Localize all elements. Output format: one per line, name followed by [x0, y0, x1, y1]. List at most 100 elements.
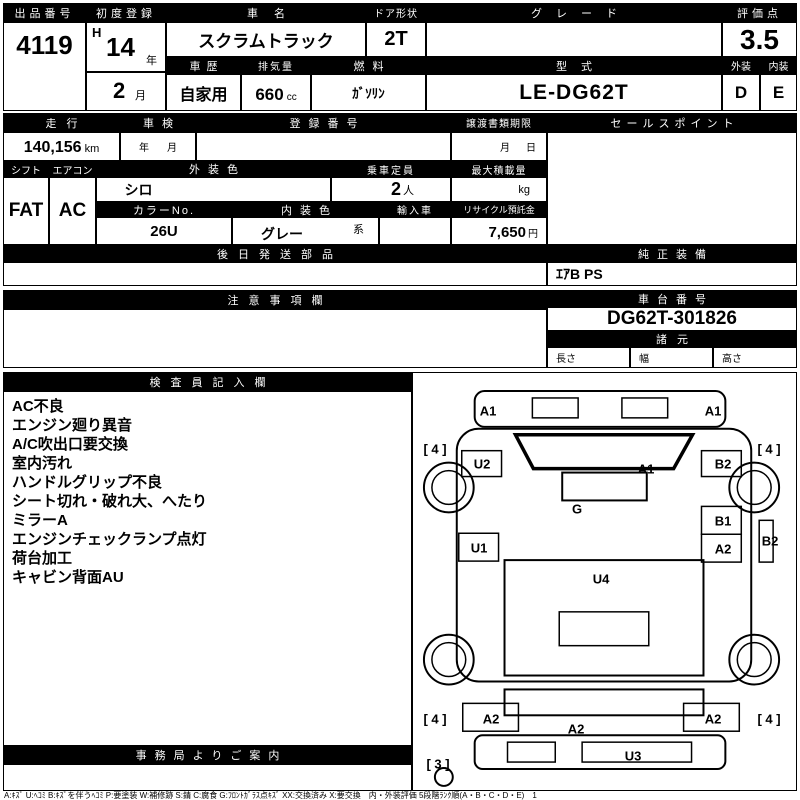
max-load-header: 最大積載量 [451, 161, 547, 177]
inspection-month-unit: 月 [167, 143, 177, 154]
wheel-front-right [728, 461, 781, 514]
transfer-month-unit: 月 [500, 143, 510, 154]
damage-label: A1 [637, 461, 655, 477]
era-letter: H [92, 25, 102, 40]
dimension-height: 高さ [713, 347, 797, 368]
month-number: 2 [113, 78, 126, 103]
damage-label: U3 [624, 748, 642, 764]
caution-header: 注意事項欄 [3, 290, 547, 309]
damage-label: U4 [592, 571, 610, 587]
capacity-unit: 人 [403, 184, 414, 197]
inspector-note: AC不良 [12, 398, 64, 415]
damage-label: U1 [470, 540, 488, 556]
aircon-header: エアコン [49, 161, 96, 177]
transfer-day-unit: 日 [526, 143, 536, 154]
inspector-notes-header: 検査員記入欄 [3, 372, 412, 392]
chassis-number-header: 車台番号 [547, 290, 797, 307]
inspector-note: 室内汚れ [12, 455, 73, 472]
inspector-note: エンジンチェックランプ点灯 [12, 531, 207, 548]
tire-depth-label: [ 4 ] [757, 711, 781, 727]
inspector-note: キャビン背面AU [12, 569, 124, 586]
recycle-unit: 円 [528, 229, 538, 240]
wheel-rear-left [422, 633, 475, 686]
displacement-header: 排気量 [241, 57, 311, 74]
mileage-value: 140,156 [23, 139, 82, 156]
seating-capacity: 2 人 [331, 177, 451, 202]
registration-number [196, 132, 451, 161]
era-year: 14 [106, 32, 135, 62]
damage-label: G [571, 501, 583, 517]
damage-label: A2 [482, 711, 500, 727]
height-label: 高さ [722, 354, 742, 365]
exterior-grade: D [722, 74, 760, 111]
equipment-header: 純正装備 [547, 245, 797, 262]
inspection-header: 車検 [120, 113, 196, 132]
car-history-header: 車歴 [166, 57, 241, 74]
interior-grade-header: 内装 [760, 57, 797, 74]
truck-outline-diagram [422, 390, 781, 787]
caution-notes [3, 309, 547, 368]
damage-label: A2 [714, 541, 732, 557]
recycle-deposit-header: リサイクル預託金 [451, 202, 547, 217]
front-bumper [473, 390, 727, 428]
width-label: 幅 [639, 354, 649, 365]
mileage-header: 走行 [3, 113, 120, 132]
grade-value [426, 22, 722, 57]
inspector-note: 荷台加工 [12, 550, 73, 567]
exterior-color: シロ [96, 177, 331, 202]
inspection-expiry: 年 月 [120, 132, 196, 161]
max-load-unit: kg [518, 183, 530, 196]
dimension-width: 幅 [630, 347, 713, 368]
inspector-panel [3, 372, 412, 791]
dimensions-header: 諸元 [547, 331, 797, 347]
interior-color-header: 内装色 [232, 202, 379, 217]
sales-points-header: セールスポイント [547, 113, 797, 132]
auction-score: 3.5 [722, 22, 797, 57]
score-header: 評価点 [722, 3, 797, 22]
color-number-header: カラーNo. [96, 202, 232, 217]
color-number: 26U [96, 217, 232, 245]
shift-type: FAT [3, 177, 49, 245]
damage-label: U2 [473, 456, 491, 472]
import-flag [379, 217, 451, 245]
equipment-value: ｴｱB PS [556, 266, 603, 282]
year-unit: 年 [146, 55, 157, 67]
tire-depth-label: [ 4 ] [757, 441, 781, 457]
fuel-header: 燃料 [311, 57, 426, 74]
car-name-header: 車名 [166, 3, 366, 22]
model-header: 型式 [426, 57, 722, 74]
tailgate [503, 688, 705, 717]
inspector-note: A/C吹出口要交換 [12, 436, 128, 453]
first-registration-month: 2 月 [86, 72, 166, 111]
office-information-header: 事務局よりご案内 [3, 745, 412, 765]
fuel-type: ｶﾞｿﾘﾝ [311, 74, 426, 111]
inspector-notes-list: AC不良 エンジン廻り異音 A/C吹出口要交換 室内汚れ ハンドルグリップ不良 … [12, 397, 404, 587]
inspector-note: エンジン廻り異音 [12, 417, 133, 434]
genuine-equipment: ｴｱB PS [547, 262, 797, 286]
grade-header: グレード [426, 3, 722, 22]
first-registration-header: 初度登録 [86, 3, 166, 22]
dimension-length: 長さ [547, 347, 630, 368]
car-name: スクラムトラック [166, 22, 366, 57]
damage-label: B2 [761, 533, 779, 549]
mileage: 140,156 km [3, 132, 120, 161]
chassis-number: DG62T-301826 [547, 307, 797, 331]
damage-label: A2 [704, 711, 722, 727]
door-shape: 2T [366, 22, 426, 57]
interior-grade: E [760, 74, 797, 111]
tire-depth-label: [ 4 ] [423, 711, 447, 727]
later-parts-header: 後日発送部品 [3, 245, 547, 262]
lot-number-header: 出品番号 [3, 3, 86, 22]
capacity-value: 2 [390, 179, 401, 199]
recycle-deposit: 7,650 円 [451, 217, 547, 245]
car-history: 自家用 [166, 74, 241, 111]
spare-tire [433, 767, 454, 787]
inspector-note: ハンドルグリップ不良 [12, 474, 163, 491]
exterior-color-header: 外装色 [96, 161, 331, 177]
cab-roof [561, 471, 648, 502]
rear-bumper [473, 734, 727, 771]
capacity-header: 乗車定員 [331, 161, 451, 177]
interior-color-unit: 系 [353, 224, 364, 236]
model-code: LE-DG62T [426, 74, 722, 111]
